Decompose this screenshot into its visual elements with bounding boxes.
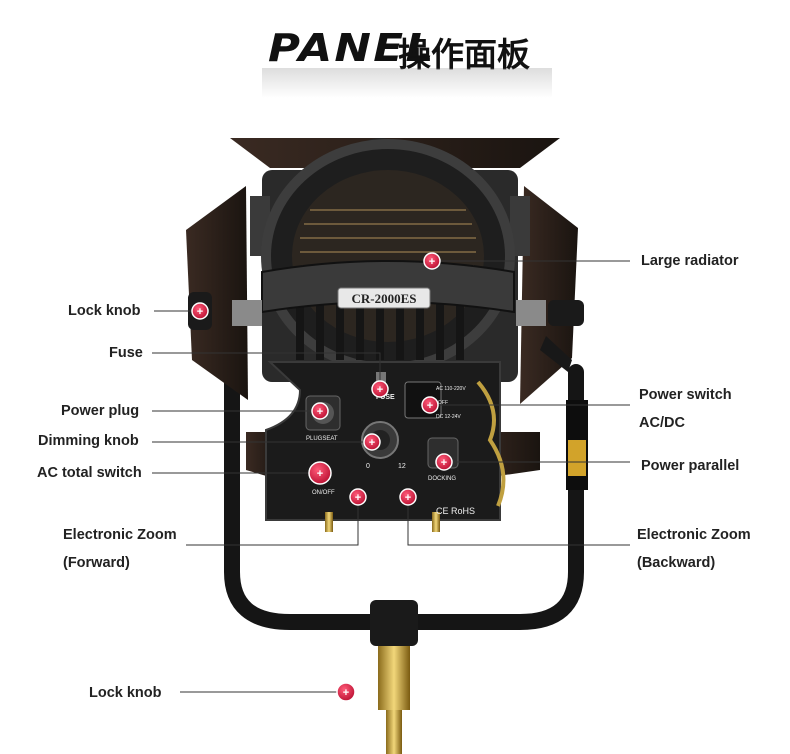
marker-power-plug [311,402,329,420]
svg-text:+: + [317,468,323,480]
label-ac-total-switch: AC total switch [37,465,142,481]
marker-fuse [371,380,389,398]
barn-door-right [520,186,578,404]
marker-zoom-forward [349,488,367,506]
label-large-radiator: Large radiator [641,253,739,269]
label-lock-knob-lower: Lock knob [89,685,162,701]
svg-text:DC 12-24V: DC 12-24V [436,414,461,420]
label-zoom-forward: Electronic Zoom [63,527,177,543]
marker-lock-knob-lower [336,682,356,702]
lock-knob-right [548,300,584,326]
svg-text:OFF: OFF [438,400,448,406]
title-reflection [262,68,552,98]
leader-lines [152,260,630,693]
svg-text:+: + [441,457,447,469]
svg-text:+: + [197,306,203,318]
title-panel: PANEL [268,26,436,70]
svg-text:+: + [427,400,433,412]
svg-text:+: + [355,492,361,504]
marker-large-radiator [423,252,441,270]
stand-spigot [370,600,418,646]
svg-text:+: + [377,384,383,396]
label-power-switch: Power switch [639,387,732,403]
svg-text:CE RoHS: CE RoHS [436,506,475,516]
label-power-parallel: Power parallel [641,458,740,474]
svg-text:FUSE: FUSE [376,394,395,401]
label-zoom-backward-sub: (Backward) [637,555,716,571]
model-plate [337,287,431,309]
marker-lock-knob-upper [191,302,209,320]
fin-slats [296,300,464,360]
stand-gold [378,646,410,710]
svg-text:+: + [343,687,349,699]
svg-text:+: + [405,492,411,504]
barn-door-left [186,186,248,400]
svg-text:ON/OFF: ON/OFF [312,490,335,496]
svg-text:DOCKING: DOCKING [428,476,456,482]
label-power-plug: Power plug [61,403,140,419]
callout-markers: + + + + + + + + + + + [191,252,453,702]
svg-text:0: 0 [366,463,370,470]
label-power-switch-acdc: AC/DC [639,415,685,431]
svg-text:12: 12 [398,463,406,470]
marker-power-parallel [435,453,453,471]
marker-zoom-backward [399,488,417,506]
svg-text:AC 110-220V: AC 110-220V [436,386,466,392]
marker-dimming-knob [363,433,381,451]
svg-text:+: + [429,256,435,268]
model-plate-text: CR-2000ES [351,291,416,306]
title-chinese: 操作面板 [398,35,530,74]
marker-ac-total-switch [308,461,332,485]
svg-text:+: + [317,406,323,418]
crossbar [261,260,515,314]
svg-text:PLUGSEAT: PLUGSEAT [306,436,338,442]
label-fuse: Fuse [109,345,143,361]
label-zoom-backward: Electronic Zoom [637,527,751,543]
label-dimming-knob: Dimming knob [38,433,139,449]
svg-text:+: + [369,437,375,449]
marker-power-switch [421,396,439,414]
label-lock-knob-upper: Lock knob [68,303,141,319]
label-zoom-forward-sub: (Forward) [63,555,130,571]
